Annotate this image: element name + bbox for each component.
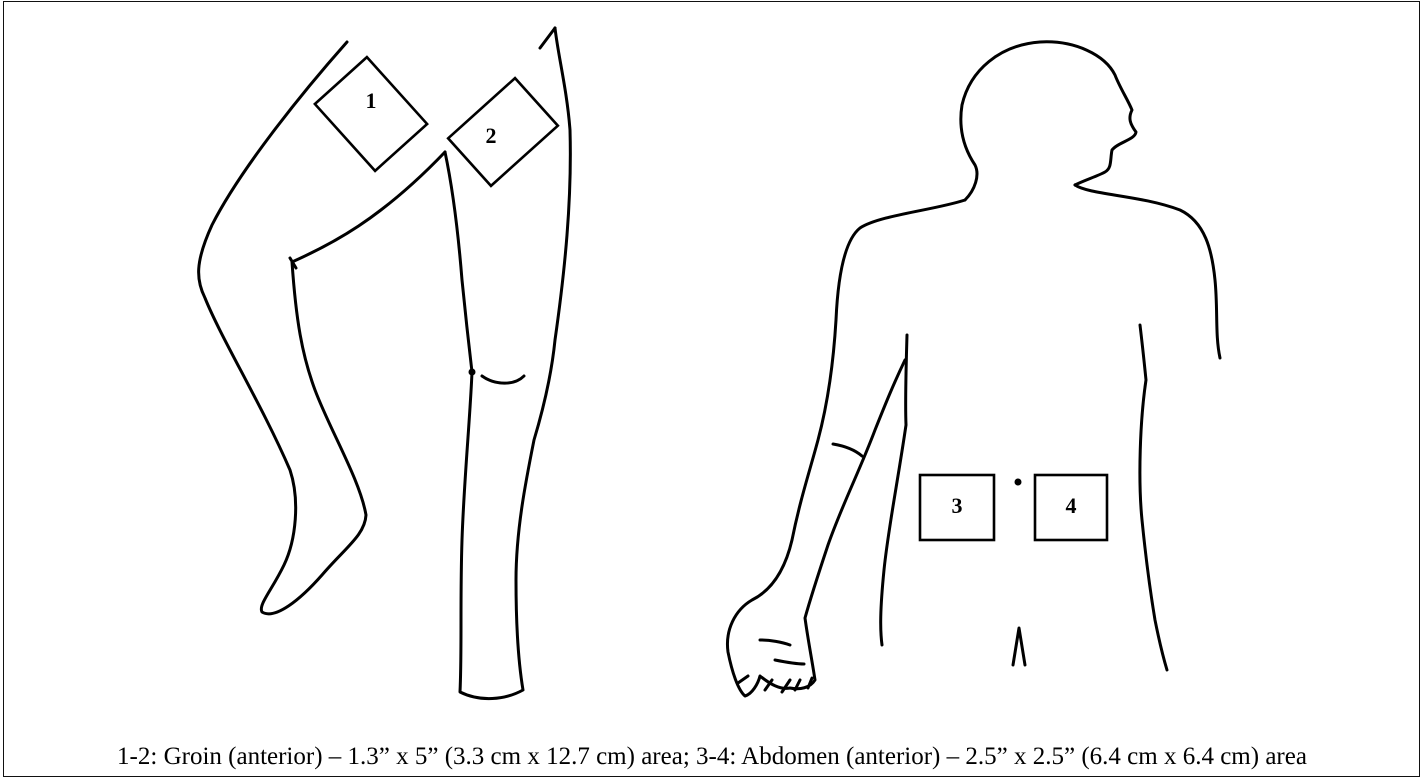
navel-dot [1015,479,1022,486]
figure-caption: 1-2: Groin (anterior) – 1.3” x 5” (3.3 c… [6,740,1418,774]
right-torso-outline [1075,185,1220,670]
site-2-box [448,78,558,186]
application-site-4: 4 [1035,475,1107,540]
torso-illustration: 3 4 [727,42,1220,696]
head-outline [961,42,1136,200]
left-elbow-crease [833,444,862,456]
site-1-box [315,57,427,171]
application-site-3: 3 [920,475,994,540]
standing-leg-knee [482,376,524,383]
site-2-label: 2 [486,123,497,148]
site-3-label: 3 [952,493,963,518]
groin-line [1013,628,1025,665]
application-site-1: 1 [315,57,427,171]
site-1-label: 1 [366,88,377,113]
standing-leg-knee-dot [469,369,476,376]
standing-leg-hip-tick [540,28,555,48]
application-site-2: 2 [448,78,558,186]
site-4-label: 4 [1066,493,1077,518]
legs-illustration: 1 2 [199,28,571,699]
